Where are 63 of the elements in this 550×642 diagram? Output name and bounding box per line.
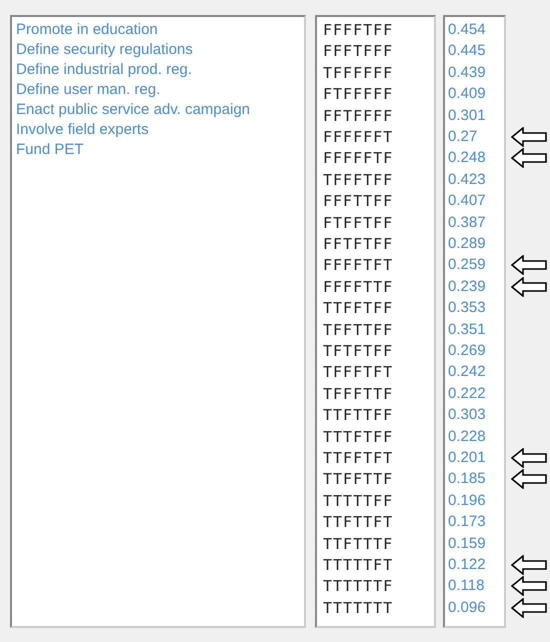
- truth-combination: FTFFFFF: [323, 85, 394, 104]
- score-value: 0.222: [448, 384, 486, 403]
- score-value: 0.353: [448, 299, 486, 318]
- truth-combination: FFFFTTF: [323, 278, 394, 296]
- action-label: Fund PET: [16, 141, 84, 159]
- score-value: 0.185: [448, 470, 486, 488]
- truth-combination: TTFTTFF: [323, 406, 394, 424]
- score-value: 0.351: [448, 320, 486, 339]
- truth-combination: FFFTTFF: [323, 192, 394, 210]
- truth-combination: FFTFFFF: [323, 106, 394, 125]
- truth-combination: FFFFFTF: [323, 149, 394, 168]
- truth-combination: FFFFTFF: [323, 21, 394, 39]
- score-value: 0.228: [448, 428, 486, 446]
- truth-combination: TTFFTFF: [323, 299, 394, 318]
- score-value: 0.301: [448, 106, 486, 125]
- score-value: 0.289: [448, 235, 486, 253]
- score-value: 0.409: [448, 85, 486, 104]
- score-value: 0.242: [448, 363, 486, 382]
- score-value: 0.439: [448, 64, 486, 82]
- truth-combination: FFFFFFT: [323, 128, 394, 146]
- truth-combination: TFFFTFT: [323, 363, 394, 382]
- truth-combination: TTFFTFT: [323, 449, 394, 467]
- score-value: 0.423: [448, 170, 486, 189]
- action-label: Enact public service adv. campaign: [16, 101, 250, 119]
- score-value: 0.454: [448, 21, 486, 39]
- truth-combination: TTTTTTT: [323, 598, 394, 617]
- score-value: 0.159: [448, 534, 486, 553]
- truth-combination: TTTFTFF: [323, 428, 394, 446]
- score-value: 0.173: [448, 513, 486, 532]
- score-value: 0.239: [448, 278, 486, 296]
- truth-combination: TTTTTTF: [323, 577, 394, 596]
- truth-combination: TFTFTFF: [323, 342, 394, 360]
- score-value: 0.096: [448, 598, 486, 617]
- truth-combination: FFFFTFT: [323, 256, 394, 274]
- score-value: 0.196: [448, 492, 486, 510]
- truth-combination: TFFFTTF: [323, 384, 394, 403]
- action-label: Involve field experts: [16, 121, 149, 139]
- truth-combination: TFFTTFF: [323, 320, 394, 339]
- truth-combination: TTFTTTF: [323, 534, 394, 553]
- score-value: 0.445: [448, 42, 486, 60]
- truth-combination: TTTTTFF: [323, 492, 394, 510]
- truth-combination: TTTTTFT: [323, 556, 394, 574]
- score-value: 0.201: [448, 449, 486, 467]
- action-label: Promote in education: [16, 21, 158, 39]
- score-value: 0.303: [448, 406, 486, 424]
- truth-combination: TTFTTFT: [323, 513, 394, 532]
- truth-combination: TFFFFFF: [323, 64, 394, 82]
- score-value: 0.27: [448, 128, 478, 146]
- truth-combination: FFTFTFF: [323, 235, 394, 253]
- truth-combination: FFFTFFF: [323, 42, 394, 60]
- truth-combination: FTFFTFF: [323, 214, 394, 232]
- truth-combination: TTFFTTF: [323, 470, 394, 488]
- action-label: Define user man. reg.: [16, 81, 160, 99]
- score-value: 0.248: [448, 149, 486, 168]
- score-value: 0.259: [448, 256, 486, 274]
- score-value: 0.269: [448, 342, 486, 360]
- action-label: Define industrial prod. reg.: [16, 61, 192, 79]
- action-label: Define security regulations: [16, 41, 193, 59]
- score-value: 0.122: [448, 556, 486, 574]
- score-value: 0.387: [448, 214, 486, 232]
- score-value: 0.118: [448, 577, 484, 596]
- truth-combination: TFFFTFF: [323, 170, 394, 189]
- score-value: 0.407: [448, 192, 486, 210]
